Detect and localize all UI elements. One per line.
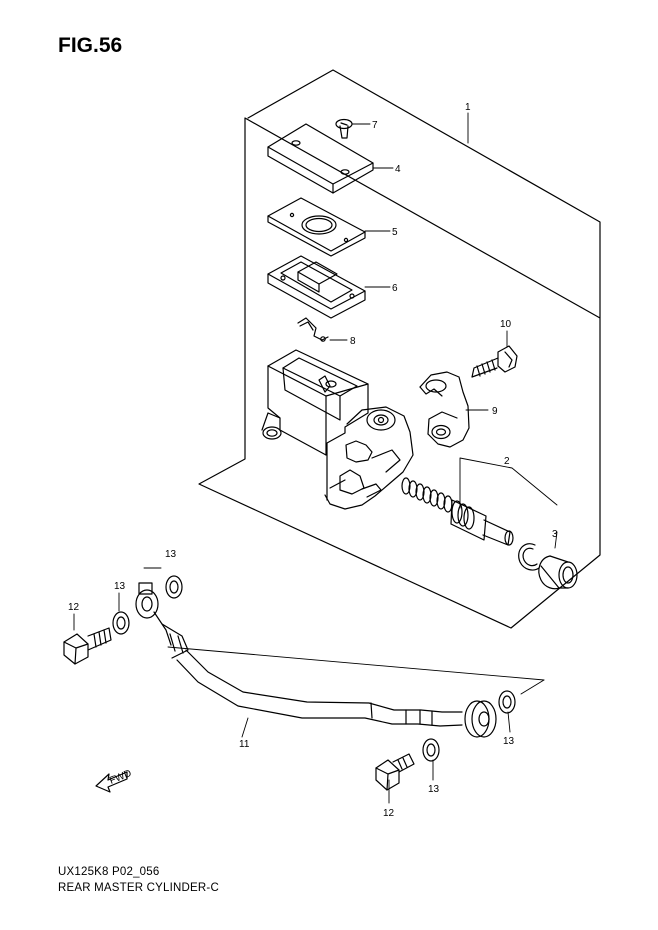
circlip-part: [518, 543, 540, 571]
figure-name: REAR MASTER CYLINDER-C: [58, 882, 219, 894]
callout-12: 12: [68, 602, 80, 613]
callout-8: 8: [350, 336, 356, 347]
diaphragm-part: [267, 255, 366, 319]
figure-title: FIG.56: [58, 34, 123, 57]
piston-part: [450, 499, 514, 546]
washer-part: [422, 738, 440, 762]
callout-12: 12: [383, 808, 395, 819]
fwd-label: FWD: [108, 768, 133, 787]
callout-13: 13: [165, 549, 177, 560]
spring-part: [401, 477, 453, 513]
callout-3: 3: [552, 529, 558, 540]
washer-part: [498, 690, 516, 714]
callout-5: 5: [392, 227, 398, 238]
callout-2: 2: [504, 456, 510, 467]
leader-lines: [73, 112, 558, 804]
figure-code: UX125K8 P02_056: [58, 866, 160, 878]
callout-13: 13: [503, 736, 515, 747]
callout-13: 13: [428, 784, 440, 795]
callout-9: 9: [492, 406, 498, 417]
callout-4: 4: [395, 164, 401, 175]
callout-7: 7: [372, 120, 378, 131]
union-bolt-part: [375, 753, 415, 791]
bolt-part: [471, 345, 518, 378]
reservoir-cap-part: [267, 123, 374, 194]
callout-1: 1: [465, 102, 471, 113]
callout-11: 11: [239, 739, 250, 750]
washer-part: [112, 611, 130, 635]
clip-part: [297, 317, 329, 342]
brake-hose-part: [135, 582, 497, 738]
assembly-boundary: [198, 69, 601, 629]
callout-6: 6: [392, 283, 398, 294]
clamp-bracket-part: [419, 371, 470, 448]
callout-10: 10: [500, 319, 512, 330]
screw-part: [335, 118, 353, 139]
union-bolt-part: [63, 627, 112, 665]
callout-13: 13: [114, 581, 126, 592]
plate-part: [267, 197, 366, 257]
washer-part: [165, 575, 183, 599]
callout-numbers: 1 2 3 4 5 6 7 8 9 10 11 12 12 13 13 13 1…: [68, 102, 558, 819]
master-cylinder-body: [261, 349, 414, 510]
boot-part: [538, 555, 578, 590]
forward-arrow-icon: [95, 771, 128, 793]
